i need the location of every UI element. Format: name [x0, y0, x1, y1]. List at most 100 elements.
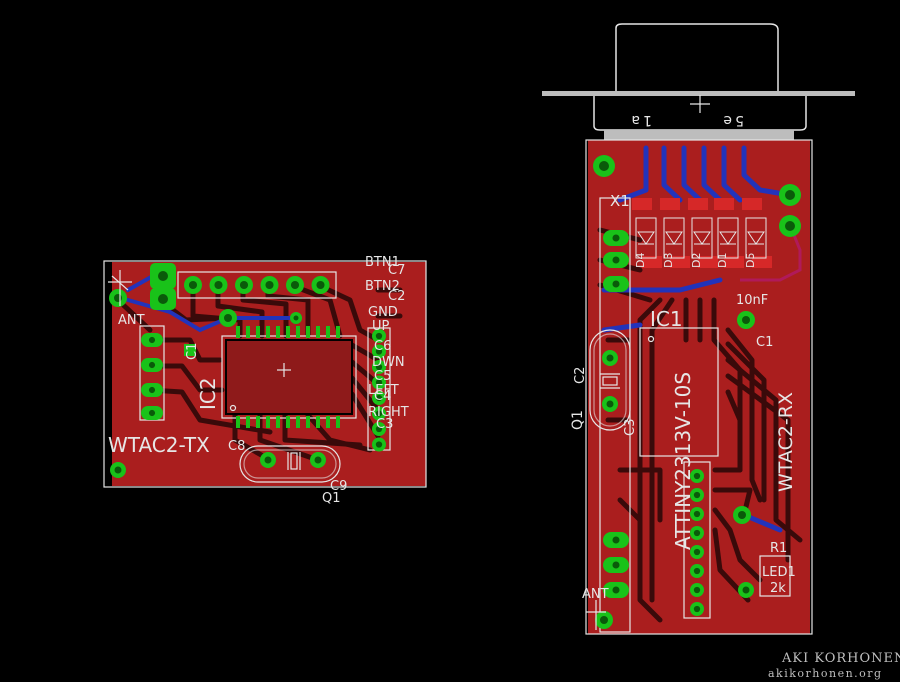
tx-connector-label: C2	[388, 289, 405, 304]
rx-db9-pin5-label: 5	[735, 112, 744, 128]
tx-connector-label: BTN1	[365, 255, 400, 270]
rx-ic1-outline	[639, 327, 719, 457]
rx-c2-label: C2	[573, 367, 588, 384]
tx-connector-label: C6	[374, 339, 391, 354]
tx-ic2-label: IC2	[196, 377, 220, 410]
diode-pad	[688, 198, 708, 210]
diode-pad	[752, 256, 772, 268]
tx-misc-pads	[109, 263, 302, 478]
tx-top-header-pads	[184, 276, 330, 294]
ic-pin	[336, 416, 340, 428]
rx-left-header-pads	[603, 230, 629, 598]
ic-pin	[256, 416, 260, 428]
diode-pad	[642, 256, 662, 268]
rx-antenna-symbol	[586, 600, 606, 630]
ic-pin	[236, 326, 240, 338]
tx-ic2-body	[225, 339, 353, 415]
tx-antenna-symbol	[108, 270, 132, 306]
ic-pin	[286, 326, 290, 338]
ic-pin	[296, 416, 300, 428]
diode-pad	[670, 256, 690, 268]
credit-site: akikorhonen.org	[768, 667, 883, 680]
tx-crystal-outline	[239, 445, 341, 483]
tx-connector-label: BTN2	[365, 279, 400, 294]
tx-crystal-label: Q1	[322, 491, 341, 506]
rx-lower-header-outline	[683, 461, 711, 619]
tx-top-header-outline	[177, 271, 337, 299]
ic-pin	[326, 416, 330, 428]
ic-pin	[256, 326, 260, 338]
ic-pin	[276, 416, 280, 428]
rx-board-outline	[585, 139, 813, 635]
rx-crystal-label: Q1	[570, 410, 586, 430]
svg-text:a: a	[631, 112, 640, 128]
rx-board-name: WTAC2-RX	[775, 392, 797, 492]
author-credit: AKI KORHONEN akikorhonen.org	[768, 651, 900, 680]
rx-r1-value: 2k	[770, 581, 786, 596]
diode-outline	[691, 217, 713, 259]
tx-left-header-pads	[141, 333, 163, 420]
tx-connector-label: GND	[368, 305, 398, 320]
diode-label: D2	[690, 253, 703, 268]
diode-outline	[663, 217, 685, 259]
rx-board: 1 5 a e	[542, 23, 855, 635]
tx-connector-label: C5	[374, 369, 391, 384]
ic-pin	[266, 326, 270, 338]
rx-db9-pin1-label: 1	[643, 112, 652, 128]
diode-pad	[632, 198, 652, 210]
rx-led1-label: LED1	[762, 565, 796, 580]
tx-connector-label: C7	[388, 263, 405, 278]
ic-pin	[326, 326, 330, 338]
rx-led-outline	[759, 555, 791, 597]
rx-cap-value: 10nF	[736, 293, 768, 308]
rx-r1-label: R1	[770, 541, 787, 556]
diode-pad	[714, 198, 734, 210]
rx-bottom-traces	[601, 145, 793, 533]
ic-pin	[296, 326, 300, 338]
diode-pad	[660, 198, 680, 210]
tx-board-outline	[103, 260, 427, 488]
ic-pin	[266, 416, 270, 428]
tx-connector-label: C4	[374, 389, 391, 404]
svg-text:e: e	[723, 112, 732, 128]
rx-crystal-outline	[589, 329, 631, 431]
diode-outline	[717, 217, 739, 259]
diode-label: D5	[744, 253, 757, 268]
diode-outline	[635, 217, 657, 259]
credit-name: AKI KORHONEN	[781, 651, 900, 666]
rx-ant-label: ANT	[582, 587, 609, 602]
tx-ant-label: ANT	[118, 313, 145, 328]
ic-pin	[306, 326, 310, 338]
ic-pin	[236, 416, 240, 428]
ic-pin	[286, 416, 290, 428]
diode-pad	[724, 256, 744, 268]
tx-connector-label: RIGHT	[368, 405, 409, 420]
tx-board: WTAC2-TX C8 C9 Q1 IC2 C1 ANT BTN1C7BTN2C…	[103, 255, 427, 506]
rx-db9-shell	[615, 23, 779, 93]
tx-crystal-cap-label: C8	[228, 439, 245, 454]
tx-board-name: WTAC2-TX	[108, 433, 210, 457]
rx-c3-label: C3	[623, 419, 638, 436]
rx-ratsnest-trace	[740, 224, 802, 282]
rx-ic1-part: ATTINY2313V-10S	[671, 372, 695, 550]
diode-pad	[742, 198, 762, 210]
smd-pad	[184, 344, 196, 356]
ic-pin	[246, 326, 250, 338]
tx-c1-label: C1	[185, 343, 200, 360]
tx-connector-label: C3	[376, 417, 393, 432]
ic-pin	[316, 416, 320, 428]
rx-top-traces	[597, 227, 803, 623]
tx-ic2-pin1-dot	[229, 404, 237, 412]
rx-c1-label: C1	[756, 335, 773, 350]
diode-pad	[698, 256, 718, 268]
rx-misc-pads	[593, 155, 801, 629]
tx-crystal-cap2-label: C9	[330, 479, 347, 494]
tx-right-header-pads	[372, 329, 386, 452]
ic-pin	[276, 326, 280, 338]
rx-db9-flange	[542, 91, 855, 96]
tx-ic2-pins	[236, 326, 340, 428]
